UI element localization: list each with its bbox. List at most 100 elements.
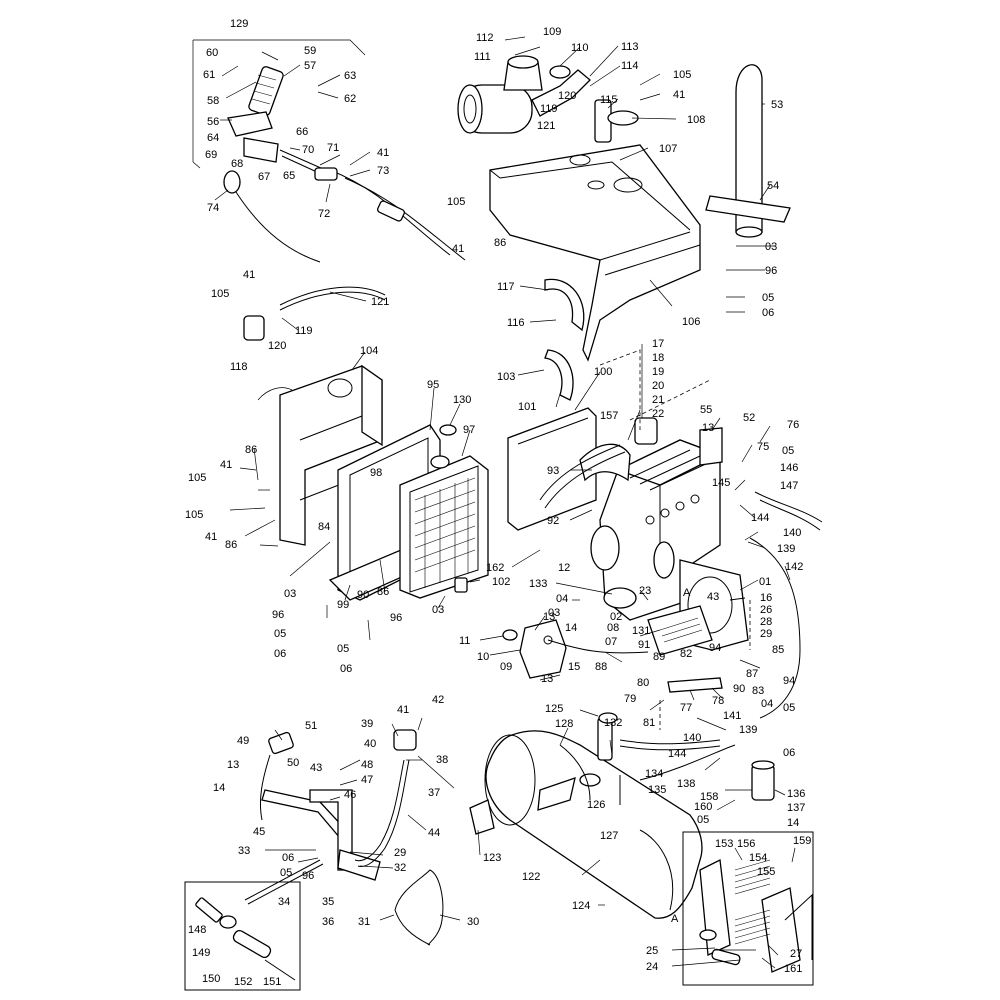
callout-label: 108 xyxy=(687,114,705,126)
callout-label: 120 xyxy=(558,90,576,102)
callout-label: 155 xyxy=(757,866,775,878)
callout-label: 128 xyxy=(555,718,573,730)
callout-label: 09 xyxy=(500,661,512,673)
callout-label: 76 xyxy=(787,419,799,431)
callout-label: 139 xyxy=(777,543,795,555)
callout-label: 03 xyxy=(548,607,560,619)
callout-label: 83 xyxy=(752,685,764,697)
callout-label: 05 xyxy=(337,643,349,655)
callout-label: 40 xyxy=(364,738,376,750)
callout-label: 61 xyxy=(203,69,215,81)
callout-label: 08 xyxy=(607,622,619,634)
callout-label: 41 xyxy=(397,704,409,716)
callout-label: 32 xyxy=(394,862,406,874)
callout-label: 132 xyxy=(604,717,622,729)
callout-label: 07 xyxy=(605,636,617,648)
callout-label: 135 xyxy=(648,784,666,796)
callout-label: 47 xyxy=(361,774,373,786)
callout-label: 44 xyxy=(428,827,440,839)
callout-label: 05 xyxy=(697,814,709,826)
callout-label: 41 xyxy=(673,89,685,101)
callout-label: 22 xyxy=(652,408,664,420)
brake-reservoir xyxy=(354,729,417,867)
callout-label: 104 xyxy=(360,345,378,357)
callout-label: 41 xyxy=(220,459,232,471)
callout-label: 105 xyxy=(185,509,203,521)
callout-label: 48 xyxy=(361,759,373,771)
fan-shroud xyxy=(507,349,597,531)
callout-label: 74 xyxy=(207,202,219,214)
callout-label: 43 xyxy=(310,762,322,774)
callout-label: 04 xyxy=(761,698,773,710)
callout-label: 05 xyxy=(762,292,774,304)
callout-label: 123 xyxy=(483,852,501,864)
callout-label: 03 xyxy=(765,241,777,253)
fuel-filter xyxy=(751,760,775,801)
callout-label: 153 xyxy=(715,838,733,850)
radiator-core xyxy=(399,424,489,599)
callout-label: 138 xyxy=(677,778,695,790)
engine-hood xyxy=(489,144,701,362)
callout-label: 131 xyxy=(632,625,650,637)
callout-label: 107 xyxy=(659,143,677,155)
callout-label: 62 xyxy=(344,93,356,105)
callout-label: 116 xyxy=(507,317,525,329)
callout-label: 13 xyxy=(702,422,714,434)
callout-label: 96 xyxy=(765,265,777,277)
callout-label: 90 xyxy=(357,589,369,601)
callout-label: 05 xyxy=(783,702,795,714)
callout-label: 144 xyxy=(668,748,686,760)
callout-label: 06 xyxy=(762,307,774,319)
callout-label: 160 xyxy=(694,801,712,813)
callout-label: 71 xyxy=(327,142,339,154)
cable-30 xyxy=(394,869,444,946)
callout-label: 139 xyxy=(739,724,757,736)
callout-label: 157 xyxy=(600,410,618,422)
callout-label: 72 xyxy=(318,208,330,220)
callout-label: 19 xyxy=(652,366,664,378)
callout-label: 18 xyxy=(652,352,664,364)
callout-label: 17 xyxy=(652,338,664,350)
callout-label: 28 xyxy=(760,616,772,628)
fuel-tank xyxy=(469,712,703,919)
callout-label: 105 xyxy=(188,472,206,484)
callout-label: 118 xyxy=(230,361,248,373)
callout-label: 06 xyxy=(783,747,795,759)
callout-label: 14 xyxy=(565,622,577,634)
callout-label: 141 xyxy=(723,710,741,722)
callout-label: 26 xyxy=(760,604,772,616)
callout-label: 13 xyxy=(541,673,553,685)
exhaust-pipe xyxy=(705,64,791,238)
callout-label: 51 xyxy=(305,720,317,732)
callout-label: 151 xyxy=(263,976,281,988)
callout-label: 38 xyxy=(436,754,448,766)
callout-label: 149 xyxy=(192,947,210,959)
callout-label: 144 xyxy=(751,512,769,524)
callout-label: 113 xyxy=(621,41,639,53)
callout-label: 69 xyxy=(205,149,217,161)
callout-label: 67 xyxy=(258,171,270,183)
callout-label: 86 xyxy=(225,539,237,551)
callout-label: 110 xyxy=(571,42,589,54)
callout-label: 89 xyxy=(653,651,665,663)
callout-label: 86 xyxy=(377,586,389,598)
callout-label: 29 xyxy=(760,628,772,640)
callout-label: 96 xyxy=(390,612,402,624)
callout-label: 79 xyxy=(624,693,636,705)
callout-label: 36 xyxy=(322,916,334,928)
callout-label: 130 xyxy=(453,394,471,406)
callout-label: 45 xyxy=(253,826,265,838)
callout-label: 117 xyxy=(497,281,515,293)
callout-label: 97 xyxy=(463,424,475,436)
callout-label: 42 xyxy=(432,694,444,706)
callout-label: 112 xyxy=(476,32,494,44)
callout-label: 103 xyxy=(497,371,515,383)
pump xyxy=(502,619,567,679)
throttle-assembly xyxy=(192,39,466,263)
callout-label: 78 xyxy=(712,695,724,707)
callout-label: 02 xyxy=(610,611,622,623)
callout-label: 134 xyxy=(645,768,663,780)
callout-label: 158 xyxy=(700,791,718,803)
callout-labels: 129 60 59 57 63 61 58 62 56 66 64 71 70 … xyxy=(185,18,811,988)
air-cleaner xyxy=(457,55,639,143)
